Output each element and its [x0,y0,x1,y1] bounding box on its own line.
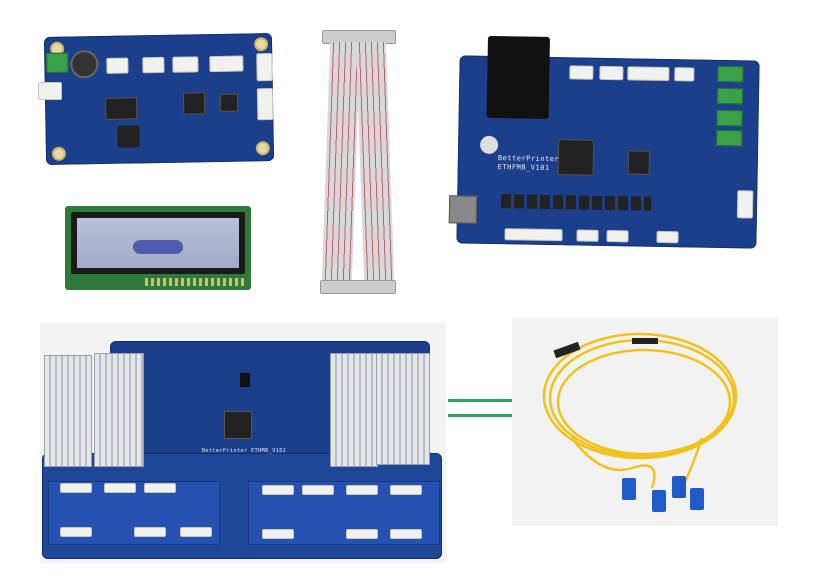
silkscreen-model: ETHFMB_V101 [497,163,550,172]
lcd-module-photo [65,206,251,290]
fiber-cable-photo [512,318,778,526]
link-line-bottom [448,414,512,417]
head-board-photo: BetterPrinter ETHMB_V102 [40,323,446,563]
interface-board-photo [43,33,275,165]
side-connector [38,82,62,100]
ribbon-cable-photo [320,30,396,294]
control-board-photo: BetterPrinter ETHFMB_V101 [448,35,760,249]
silkscreen-head-board: BetterPrinter ETHMB_V102 [202,448,287,454]
silkscreen-brand: BetterPrinter [497,154,560,164]
link-line-top [448,399,512,402]
